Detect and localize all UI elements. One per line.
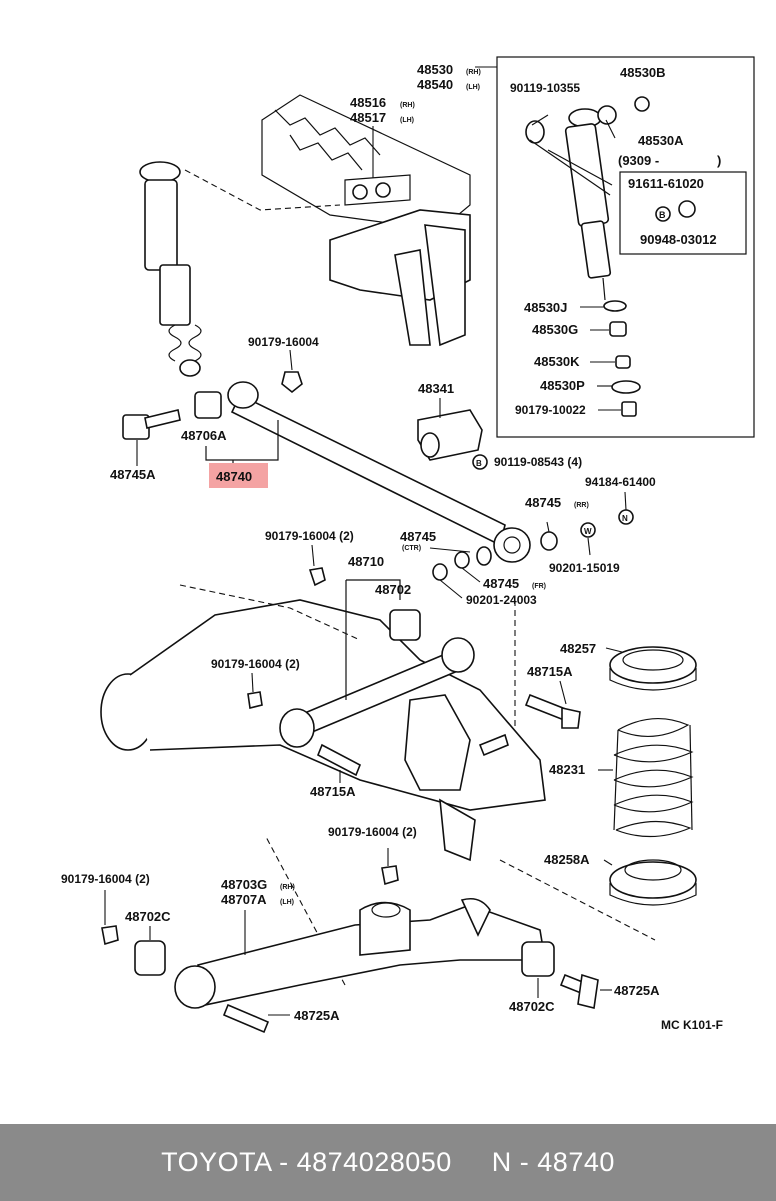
- label-48341: 48341: [418, 381, 454, 396]
- label-48745-fr-sup: (FR): [532, 583, 546, 590]
- label-91611-61020: 91611-61020: [628, 176, 704, 191]
- label-90179-16004-e: 90179-16004 (2): [61, 872, 150, 886]
- label-48530b: 48530B: [620, 65, 666, 80]
- label-48745-ctr: 48745: [400, 529, 436, 544]
- label-48710: 48710: [348, 554, 384, 569]
- label-48540: 48540: [417, 77, 453, 92]
- code-b: B: [659, 210, 666, 220]
- label-48530j: 48530J: [524, 300, 567, 315]
- label-48702: 48702: [375, 582, 411, 597]
- label-48530-rh: (RH): [466, 69, 481, 76]
- label-90201-24003: 90201-24003: [466, 593, 537, 607]
- label-48707a: 48707A: [221, 892, 267, 907]
- label-48258a: 48258A: [544, 852, 590, 867]
- label-48540-lh: (LH): [466, 84, 480, 91]
- label-48530p: 48530P: [540, 378, 585, 393]
- bracket-48341: [417, 398, 488, 470]
- label-48740: 48740: [216, 469, 252, 484]
- label-48703g: 48703G: [221, 877, 267, 892]
- label-9309-close: ): [717, 153, 721, 168]
- code-b-2: B: [476, 459, 482, 468]
- label-48516: 48516: [350, 95, 386, 110]
- label-48231: 48231: [549, 762, 585, 777]
- label-48745-rr: 48745: [525, 495, 561, 510]
- label-9309: (9309 -: [618, 153, 659, 168]
- label-48725a-left: 48725A: [294, 1008, 340, 1023]
- label-48517: 48517: [350, 110, 386, 125]
- frame-crossmember: [184, 94, 471, 347]
- code-w: W: [584, 527, 592, 536]
- label-48516-rh: (RH): [400, 102, 415, 109]
- label-90948-03012: 90948-03012: [640, 232, 717, 247]
- label-48707a-lh: (LH): [280, 899, 294, 906]
- label-90119-10355: 90119-10355: [510, 81, 580, 95]
- label-48530g: 48530G: [532, 322, 578, 337]
- lateral-control-rod: [122, 371, 634, 599]
- label-94184-61400: 94184-61400: [585, 475, 656, 489]
- label-90179-16004-c: 90179-16004 (2): [211, 657, 300, 671]
- label-90119-08543: 90119-08543 (4): [494, 455, 582, 469]
- label-48702c-left: 48702C: [125, 909, 171, 924]
- label-48745-fr: 48745: [483, 576, 519, 591]
- rear-shock-absorber: [139, 161, 202, 377]
- label-48745a-top: 48745A: [110, 467, 156, 482]
- label-48745-rr-sup: (RR): [574, 502, 589, 509]
- label-90179-10022: 90179-10022: [515, 403, 586, 417]
- part-number-footer: TOYOTA - 4874028050 N - 48740: [0, 1124, 776, 1201]
- label-48745-ctr-sup: (CTR): [402, 545, 421, 552]
- suspension-parts-diagram: 48530 (RH) 48540 (LH) 48530B 90119-10355…: [61, 56, 755, 1034]
- label-48530: 48530: [417, 62, 453, 77]
- label-48725a-right: 48725A: [614, 983, 660, 998]
- label-48517-lh: (LH): [400, 117, 414, 124]
- label-90179-16004-a: 90179-16004: [248, 335, 319, 349]
- label-48257: 48257: [560, 641, 596, 656]
- footer-text: TOYOTA - 4874028050 N - 48740: [161, 1147, 615, 1177]
- label-48706a: 48706A: [181, 428, 227, 443]
- label-48715a-right: 48715A: [527, 664, 573, 679]
- label-90179-16004-b: 90179-16004 (2): [265, 529, 354, 543]
- label-48702c-right: 48702C: [509, 999, 555, 1014]
- code-n: N: [622, 514, 628, 523]
- label-90179-16004-d: 90179-16004 (2): [328, 825, 417, 839]
- label-48703g-rh: (RH): [280, 884, 295, 891]
- label-90201-15019: 90201-15019: [549, 561, 620, 575]
- lower-control-arm: [101, 798, 612, 1034]
- coil-spring-assembly: [499, 646, 697, 941]
- reference-code: MC K101-F: [661, 1018, 723, 1032]
- label-48715a-left: 48715A: [310, 784, 356, 799]
- label-48530a: 48530A: [638, 133, 684, 148]
- target-part-highlight: [209, 463, 268, 488]
- label-48530k: 48530K: [534, 354, 580, 369]
- shock-detail-box: [475, 56, 755, 438]
- upper-control-arm: [247, 567, 581, 791]
